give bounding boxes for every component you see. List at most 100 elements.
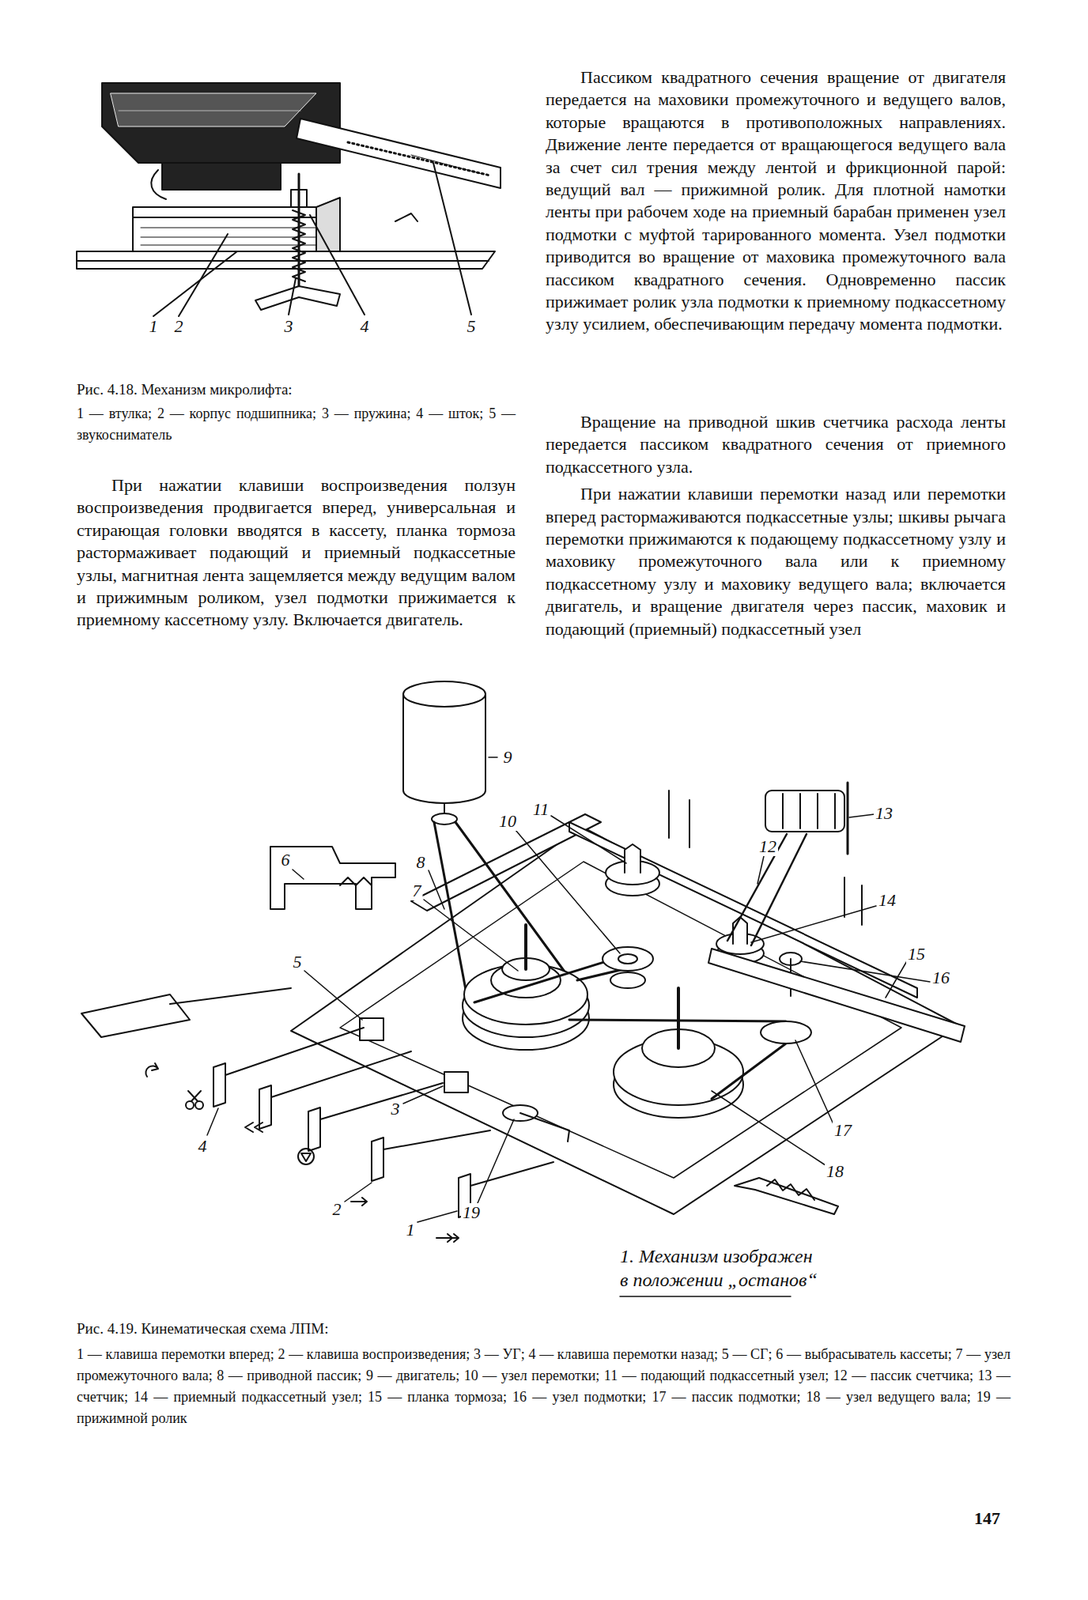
tape-mechanism-figure-part — [403, 694, 486, 804]
tape-mechanism-figure-part — [436, 1234, 459, 1243]
tape-mechanism-figure-part — [524, 925, 528, 970]
microlift-figure-part — [309, 215, 365, 315]
callout-number: 14 — [876, 891, 898, 911]
microlift-figure-part — [255, 286, 340, 310]
tape-mechanism-figure-part — [170, 988, 291, 1005]
tape-mechanism-figure-part — [757, 856, 764, 884]
tape-mechanism-figure-part — [474, 958, 617, 1003]
tape-mechanism-figure-part — [383, 1130, 491, 1150]
tape-mechanism-figure-part — [843, 877, 846, 918]
page-number: 147 — [974, 1508, 1001, 1530]
tape-mechanism-figure-part — [610, 972, 646, 989]
microlift-figure — [76, 83, 501, 317]
tape-mechanism-figure-part — [488, 756, 498, 759]
callout-number: 5 — [465, 317, 478, 337]
microlift-figure-part — [140, 227, 333, 229]
tape-mechanism-figure-part — [569, 1020, 786, 1022]
tape-mechanism-figure-part — [207, 1108, 219, 1136]
callout-number: 19 — [460, 1203, 482, 1223]
callout-number: 2 — [173, 317, 186, 337]
tape-mechanism-figure-part — [861, 885, 863, 926]
callout-number: 3 — [283, 317, 295, 337]
microlift-figure-part — [162, 162, 281, 190]
body-paragraph: Вращение на приводной шкив счетчика расх… — [545, 411, 1006, 479]
tape-mechanism-figure-part — [351, 1197, 367, 1206]
tape-mechanism-figure-part — [320, 1083, 443, 1120]
microlift-figure-part — [118, 110, 301, 112]
tape-mechanism-figure-part — [816, 793, 819, 829]
figure-title: Рис. 4.18. Механизм микролифта: — [76, 379, 516, 401]
tape-mechanism-figure-part — [195, 1101, 204, 1110]
tape-mechanism-figure-part — [301, 1153, 311, 1162]
callout-number: 16 — [930, 968, 952, 988]
tape-mechanism-figure-part — [428, 870, 445, 910]
tape-mechanism-figure-part — [470, 1162, 554, 1187]
tape-mechanism-figure-part — [271, 1051, 412, 1098]
tape-mechanism-figure-part — [551, 816, 627, 864]
tape-mechanism-figure-part — [443, 803, 446, 815]
tape-mechanism-figure-part — [340, 877, 372, 886]
microlift-figure-part — [316, 197, 340, 252]
callout-number: 12 — [757, 837, 779, 857]
tape-mechanism-figure-part — [727, 834, 787, 941]
microlift-figure-part — [132, 216, 340, 219]
tape-mechanism-figure-part — [371, 1137, 384, 1182]
callout-number: 13 — [873, 804, 895, 824]
tape-mechanism-figure-part — [290, 827, 960, 1215]
microlift-figure-part — [132, 207, 340, 252]
microlift-figure-part — [153, 251, 238, 317]
tape-mechanism-figure-part — [711, 1043, 786, 1100]
tape-mechanism-figure-part — [225, 1027, 364, 1076]
tape-mechanism-figure-part — [185, 1101, 194, 1110]
microlift-figure-part — [178, 234, 228, 317]
callout-number: 6 — [279, 850, 292, 870]
tape-mechanism-figure-part — [304, 970, 363, 1020]
callout-number: 1 — [404, 1220, 417, 1240]
callout-number: 1 — [147, 317, 160, 337]
tape-mechanism-figure-part — [799, 793, 801, 829]
callout-number: 8 — [415, 853, 427, 873]
callout-number: 11 — [531, 800, 551, 820]
tape-mechanism-figure-part — [213, 1063, 226, 1107]
tape-mechanism-figure-part — [188, 1091, 201, 1102]
tape-mechanism-figure-part — [849, 814, 875, 818]
tape-mechanism-figure-part — [688, 800, 691, 848]
microlift-figure-part — [395, 213, 418, 222]
body-paragraph: Пассиком квадратного сечения вращение от… — [545, 66, 1006, 337]
tape-mechanism-figure-part — [765, 790, 845, 832]
tape-mechanism-figure-part — [834, 793, 836, 829]
callout-number: 5 — [291, 952, 304, 972]
tape-mechanism-figure-part — [81, 994, 190, 1038]
callout-number: 9 — [502, 748, 514, 767]
tape-mechanism-figure-part — [766, 1179, 815, 1201]
tape-mechanism-figure-part — [245, 1122, 263, 1133]
body-paragraph: При нажатии клавиши перемотки назад или … — [545, 483, 1006, 641]
microlift-figure-part — [433, 162, 472, 315]
body-paragraph: При нажатии клавиши воспроизведения полз… — [76, 474, 516, 632]
tape-mechanism-figure-part — [751, 906, 877, 943]
tape-mechanism-figure — [81, 681, 965, 1297]
callout-number: 3 — [389, 1099, 402, 1119]
microlift-figure-part — [296, 118, 501, 189]
tape-mechanism-figure-part — [782, 793, 784, 829]
tape-mechanism-figure-part — [711, 1091, 826, 1166]
tape-mechanism-figure-part — [602, 947, 654, 971]
tape-mechanism-figure-part — [434, 822, 469, 1003]
callout-number: 10 — [497, 812, 518, 832]
microlift-figure-part — [76, 251, 495, 269]
tape-mechanism-figure-part — [624, 844, 641, 873]
microlift-figure-part — [76, 260, 489, 262]
tape-mechanism-figure-part — [477, 1119, 514, 1204]
microlift-figure-part — [288, 278, 296, 315]
tape-mechanism-figure-part — [520, 1113, 570, 1142]
tape-mechanism-figure-part — [444, 1072, 469, 1093]
callout-number: 15 — [906, 944, 927, 964]
microlift-figure-part — [347, 142, 491, 176]
tape-mechanism-figure-part — [619, 1295, 791, 1298]
tape-mechanism-figure-part — [359, 1018, 384, 1041]
tape-mechanism-figure-part — [732, 917, 748, 945]
microlift-figure-part — [110, 93, 317, 127]
tape-mechanism-figure-part — [795, 1040, 834, 1125]
tape-mechanism-figure-part — [760, 1021, 812, 1044]
